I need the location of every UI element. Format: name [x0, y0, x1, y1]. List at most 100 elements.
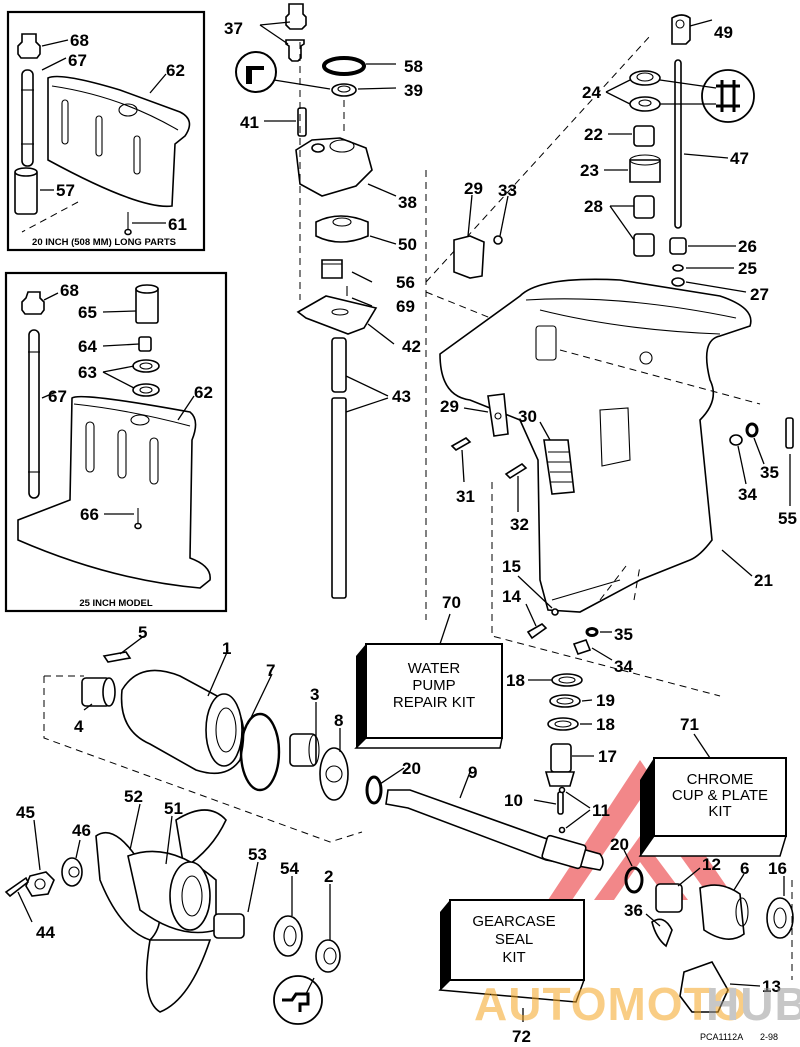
watermark-text-hub: HUB [706, 978, 800, 1030]
callout-13: 13 [762, 977, 781, 996]
side-hardware: 29 33 29 30 31 32 35 34 55 21 [440, 179, 797, 590]
callout-15: 15 [502, 557, 521, 576]
callout-2: 2 [324, 867, 333, 886]
inset-20-inch-parts: 68 67 62 57 61 20 INCH (508 MM) LONG PAR… [6, 10, 206, 252]
callout-54: 54 [280, 859, 299, 878]
callout-35: 35 [614, 625, 633, 644]
kit-70-line-2: PUMP [412, 677, 455, 694]
bearing-housing-propshaft: 5 1 7 4 3 8 20 9 [43, 623, 604, 871]
kit-box-water-pump: 70 WATER PUMP REPAIR KIT [354, 593, 503, 749]
propeller-assembly: 45 46 52 51 44 53 54 2 [4, 787, 341, 1025]
callout-46: 46 [72, 821, 91, 840]
inset-caption-25-inch: 25 INCH MODEL [79, 598, 153, 609]
callout-4: 4 [74, 717, 84, 736]
callout-42: 42 [402, 337, 421, 356]
callout-29: 29 [440, 397, 459, 416]
callout-5: 5 [138, 623, 147, 642]
callout-10: 10 [504, 791, 523, 810]
callout-8: 8 [334, 711, 343, 730]
callout-24: 24 [582, 83, 601, 102]
callout-47: 47 [730, 149, 749, 168]
callout-1: 1 [222, 639, 231, 658]
callout-11: 11 [592, 801, 610, 820]
callout-14: 14 [502, 587, 521, 606]
callout-66: 66 [80, 505, 99, 524]
callout-16: 16 [768, 859, 787, 878]
callout-56: 56 [396, 273, 415, 292]
callout-3: 3 [310, 685, 319, 704]
kit-70-line-1: WATER [408, 660, 461, 677]
callout-31: 31 [456, 487, 475, 506]
callout-44: 44 [36, 923, 55, 942]
callout-22: 22 [584, 125, 603, 144]
callout-69: 69 [396, 297, 415, 316]
drawing-date: 2-98 [760, 1032, 778, 1042]
callout-7: 7 [266, 661, 275, 680]
callout-19: 19 [596, 691, 615, 710]
kit-70-line-3: REPAIR KIT [393, 694, 475, 711]
callout-68: 68 [70, 31, 89, 50]
callout-23: 23 [580, 161, 599, 180]
callout-68: 68 [60, 281, 79, 300]
callout-17: 17 [598, 747, 617, 766]
callout-21: 21 [754, 571, 773, 590]
callout-30: 30 [518, 407, 537, 426]
callout-64: 64 [78, 337, 97, 356]
gearcase-housing [425, 35, 761, 697]
watermark-text-automoto: AUTOMOTO [474, 978, 749, 1030]
callout-29: 29 [464, 179, 483, 198]
callout-70: 70 [442, 593, 461, 612]
kit-71-line-2: CUP & PLATE [672, 787, 768, 804]
callout-34: 34 [614, 657, 633, 676]
inset-25-inch-model: 68 65 64 63 67 62 66 25 INCH MODEL [4, 271, 228, 613]
callout-67: 67 [68, 51, 87, 70]
water-pump-assembly: 37 58 39 41 38 50 56 69 42 43 [224, 3, 423, 599]
callout-35: 35 [760, 463, 779, 482]
callout-49: 49 [714, 23, 733, 42]
callout-27: 27 [750, 285, 769, 304]
callout-38: 38 [398, 193, 417, 212]
kit-71-line-1: CHROME [687, 771, 754, 788]
callout-20: 20 [402, 759, 421, 778]
kit-72-line-3: KIT [502, 949, 525, 966]
callout-55: 55 [778, 509, 797, 528]
callout-52: 52 [124, 787, 143, 806]
callout-37: 37 [224, 19, 243, 38]
kit-71-line-3: KIT [708, 803, 731, 820]
callout-33: 33 [498, 181, 517, 200]
callout-57: 57 [56, 181, 75, 200]
callout-67: 67 [48, 387, 67, 406]
callout-51: 51 [164, 799, 183, 818]
kit-box-chrome-cup: 71 CHROME CUP & PLATE KIT [638, 715, 788, 857]
callout-26: 26 [738, 237, 757, 256]
kit-box-gearcase-seal: 72 GEARCASE SEAL KIT [438, 899, 586, 1046]
callout-41: 41 [240, 113, 259, 132]
callout-72: 72 [512, 1027, 531, 1046]
drain-hardware: 15 14 35 34 [502, 557, 633, 676]
inset-caption-20-inch: 20 INCH (508 MM) LONG PARTS [32, 237, 176, 248]
callout-6: 6 [740, 859, 749, 878]
callout-12: 12 [702, 855, 721, 874]
kit-72-line-2: SEAL [495, 931, 533, 948]
watermark-lettering: AUTOMOTO HUB [474, 978, 800, 1030]
callout-45: 45 [16, 803, 35, 822]
callout-18: 18 [596, 715, 615, 734]
callout-25: 25 [738, 259, 757, 278]
callout-39: 39 [404, 81, 423, 100]
callout-34: 34 [738, 485, 757, 504]
drawing-code: PCA1112A [700, 1032, 743, 1042]
callout-62: 62 [194, 383, 213, 402]
callout-65: 65 [78, 303, 97, 322]
callout-62: 62 [166, 61, 185, 80]
callout-18: 18 [506, 671, 525, 690]
callout-63: 63 [78, 363, 97, 382]
reverse-gear-assembly: 20 12 6 16 36 13 [610, 835, 794, 1013]
callout-53: 53 [248, 845, 267, 864]
kit-72-line-1: GEARCASE [472, 913, 555, 930]
callout-20: 20 [610, 835, 629, 854]
callout-50: 50 [398, 235, 417, 254]
callout-61: 61 [168, 215, 187, 234]
callout-32: 32 [510, 515, 529, 534]
callout-71: 71 [680, 715, 699, 734]
